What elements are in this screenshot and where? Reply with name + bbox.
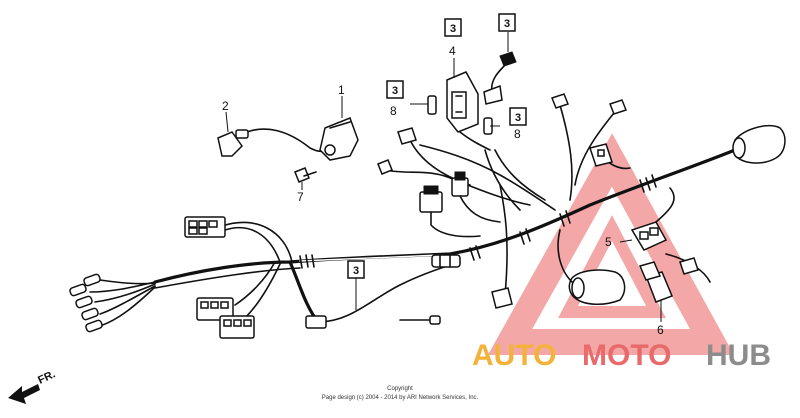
inline-connector [431, 254, 461, 268]
front-label: FR. [36, 368, 57, 386]
center-relays [419, 171, 501, 238]
watermark-triangle [487, 133, 734, 355]
right-end-boot [732, 124, 786, 164]
label-part-8-left: 8 [390, 104, 397, 118]
upper-branches [377, 93, 631, 309]
terminal-lead [429, 315, 441, 325]
part-labels: 1 2 3 3 3 3 3 4 5 6 7 8 8 [222, 13, 664, 337]
label-part-8-right: 8 [514, 127, 521, 141]
top-connector [483, 51, 517, 105]
watermark-text: AUTO MOTO HUB [472, 339, 771, 372]
label-part-3-harness: 3 [347, 260, 365, 279]
label-part-4: 4 [449, 44, 456, 58]
label-part-3-left-fuse: 3 [386, 80, 404, 99]
part-2-sensor [217, 128, 326, 157]
leader-lines [225, 32, 662, 322]
bullet-terminals [69, 273, 103, 333]
part-6-connector [638, 253, 711, 303]
svg-text:3: 3 [450, 23, 456, 35]
part-1-switch [319, 117, 359, 161]
copyright: Copyright Page design (c) 2004 - 2014 by… [322, 386, 479, 401]
harness-clamp [305, 315, 327, 329]
copyright-line-2: Page design (c) 2004 - 2014 by ARI Netwo… [322, 395, 479, 401]
label-part-6: 6 [657, 323, 664, 337]
svg-text:3: 3 [515, 112, 521, 124]
label-part-3-right-fuse: 3 [509, 107, 527, 126]
label-part-3-top-connector: 3 [498, 13, 516, 32]
watermark-hub: HUB [706, 339, 771, 372]
part-8-fuse-left [427, 95, 437, 115]
svg-text:3: 3 [392, 85, 398, 97]
tape-wraps [299, 174, 657, 269]
label-part-1: 1 [338, 83, 345, 97]
front-direction-arrow: FR. [8, 368, 57, 404]
left-lower-connectors [196, 261, 281, 339]
watermark-moto: MOTO [582, 339, 671, 372]
left-terminal-bundle [69, 273, 156, 333]
label-part-3-fusebox-top: 3 [444, 18, 462, 37]
label-part-2: 2 [222, 99, 229, 113]
right-coil [557, 229, 626, 305]
part-4-fuse-box [446, 71, 491, 151]
label-part-5: 5 [605, 235, 612, 249]
part-7-bolt [294, 167, 317, 183]
watermark-auto: AUTO [472, 339, 556, 372]
part-5-connector [630, 187, 675, 251]
copyright-line-1: Copyright [387, 386, 413, 392]
main-harness [153, 148, 737, 329]
left-upper-connector [184, 216, 293, 263]
label-part-7: 7 [297, 190, 304, 204]
svg-text:3: 3 [353, 265, 359, 277]
svg-text:3: 3 [504, 18, 510, 30]
